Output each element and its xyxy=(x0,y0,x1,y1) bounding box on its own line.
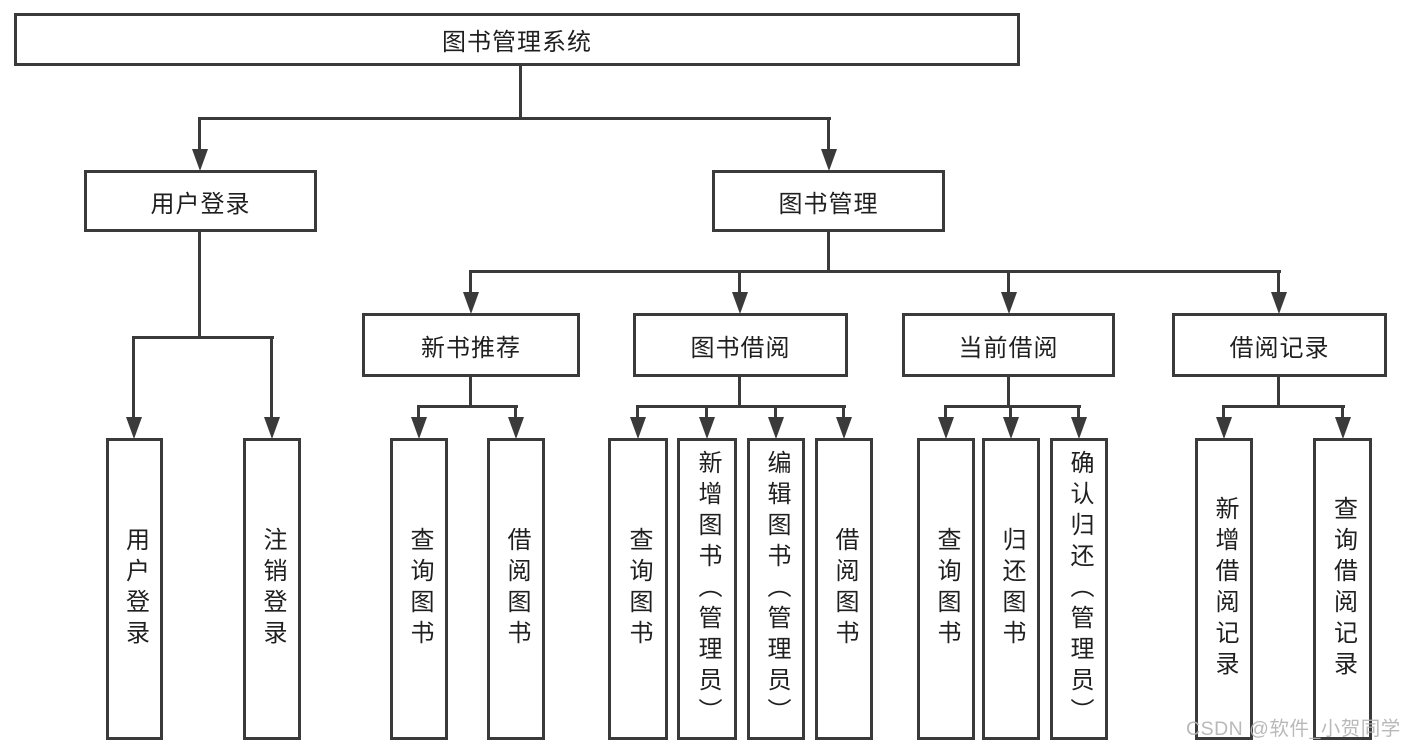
arrowhead-down xyxy=(126,417,142,439)
connector-line xyxy=(198,232,201,339)
arrowhead-down xyxy=(1071,417,1087,439)
leaf-return-books-label: 归还图书 xyxy=(998,527,1025,651)
arrowhead-down xyxy=(1271,292,1287,314)
arrowhead-down xyxy=(264,417,280,439)
connector-line xyxy=(827,117,830,152)
arrowhead-down xyxy=(1335,417,1351,439)
connector-line xyxy=(1222,405,1225,420)
arrowhead-down xyxy=(768,417,784,439)
connector-line xyxy=(132,336,135,420)
arrowhead-down xyxy=(1001,292,1017,314)
leaf-edit-book-admin-label: 编辑图书（管理员） xyxy=(763,449,790,729)
connector-line xyxy=(469,377,472,408)
arrowhead-down xyxy=(836,417,852,439)
node-new-book-recommend: 新书推荐 xyxy=(362,313,580,377)
arrowhead-down xyxy=(411,417,427,439)
connector-line xyxy=(738,377,741,408)
connector-line xyxy=(1007,270,1010,294)
connector-line xyxy=(519,66,522,117)
leaf-user-login: 用户登录 xyxy=(106,438,163,740)
leaf-query-books-2: 查询图书 xyxy=(608,438,668,740)
connector-line xyxy=(133,336,274,339)
connector-line xyxy=(469,270,1281,273)
leaf-query-books-2-label: 查询图书 xyxy=(625,527,652,651)
node-book-borrow-label: 图书借阅 xyxy=(690,334,791,362)
node-book-borrow: 图书借阅 xyxy=(633,313,848,377)
arrowhead-down xyxy=(938,417,954,439)
connector-line xyxy=(417,405,420,420)
leaf-query-books-3-label: 查询图书 xyxy=(933,527,960,651)
leaf-query-books-3: 查询图书 xyxy=(917,438,975,740)
arrowhead-down xyxy=(630,417,646,439)
leaf-add-borrow-record: 新增借阅记录 xyxy=(1195,438,1253,740)
connector-line xyxy=(705,405,708,420)
arrowhead-down xyxy=(508,417,524,439)
node-user-login: 用户登录 xyxy=(84,170,317,232)
leaf-query-borrow-record-label: 查询借阅记录 xyxy=(1329,496,1357,682)
csdn-watermark: CSDN @软件_小贺同学 xyxy=(1186,718,1401,740)
connector-line xyxy=(827,232,830,273)
leaf-query-borrow-record: 查询借阅记录 xyxy=(1313,438,1372,740)
leaf-borrow-books-1: 借阅图书 xyxy=(487,438,545,740)
arrowhead-down xyxy=(1216,417,1232,439)
connector-line xyxy=(1009,405,1012,420)
connector-line xyxy=(270,336,273,420)
node-root: 图书管理系统 xyxy=(14,13,1020,66)
connector-line xyxy=(1277,377,1280,408)
connector-line xyxy=(418,405,518,408)
leaf-logout: 注销登录 xyxy=(243,438,301,740)
connector-line xyxy=(198,117,201,152)
leaf-confirm-return-admin: 确认归还（管理员） xyxy=(1050,438,1108,740)
leaf-confirm-return-admin-label: 确认归还（管理员） xyxy=(1066,449,1093,729)
leaf-borrow-books-2-label: 借阅图书 xyxy=(831,527,858,651)
leaf-borrow-books-2: 借阅图书 xyxy=(815,438,873,740)
node-current-borrow: 当前借阅 xyxy=(902,313,1115,377)
connector-line xyxy=(637,405,846,408)
connector-line xyxy=(199,117,831,120)
connector-line xyxy=(774,405,777,420)
connector-line xyxy=(1341,405,1344,420)
node-borrow-records: 借阅记录 xyxy=(1172,313,1387,377)
leaf-add-book-admin-label: 新增图书（管理员） xyxy=(694,449,721,729)
connector-line xyxy=(1007,377,1010,408)
node-root-label: 图书管理系统 xyxy=(442,29,592,56)
connector-line xyxy=(842,405,845,420)
connector-line xyxy=(944,405,947,420)
arrowhead-down xyxy=(821,149,837,171)
arrowhead-down xyxy=(463,292,479,314)
arrowhead-down xyxy=(1003,417,1019,439)
connector-line xyxy=(945,405,1081,408)
node-book-management-label: 图书管理 xyxy=(778,190,879,218)
arrowhead-down xyxy=(699,417,715,439)
connector-line xyxy=(738,270,741,294)
node-borrow-records-label: 借阅记录 xyxy=(1229,334,1330,362)
connector-line xyxy=(469,270,472,294)
leaf-user-login-label: 用户登录 xyxy=(121,527,149,651)
leaf-borrow-books-1-label: 借阅图书 xyxy=(503,527,530,651)
node-current-borrow-label: 当前借阅 xyxy=(958,334,1059,362)
node-user-login-label: 用户登录 xyxy=(150,190,251,218)
node-book-management: 图书管理 xyxy=(712,170,945,232)
node-new-book-recommend-label: 新书推荐 xyxy=(421,334,521,362)
connector-line xyxy=(514,405,517,420)
connector-line xyxy=(1223,405,1345,408)
leaf-return-books: 归还图书 xyxy=(982,438,1040,740)
connector-line xyxy=(1277,270,1280,294)
connector-line xyxy=(1077,405,1080,420)
connector-line xyxy=(636,405,639,420)
leaf-edit-book-admin: 编辑图书（管理员） xyxy=(747,438,805,740)
leaf-logout-label: 注销登录 xyxy=(259,527,286,651)
leaf-query-books-1: 查询图书 xyxy=(390,438,448,740)
arrowhead-down xyxy=(732,292,748,314)
arrowhead-down xyxy=(192,149,208,171)
leaf-query-books-1-label: 查询图书 xyxy=(406,527,433,651)
leaf-add-borrow-record-label: 新增借阅记录 xyxy=(1211,496,1238,682)
leaf-add-book-admin: 新增图书（管理员） xyxy=(677,438,737,740)
